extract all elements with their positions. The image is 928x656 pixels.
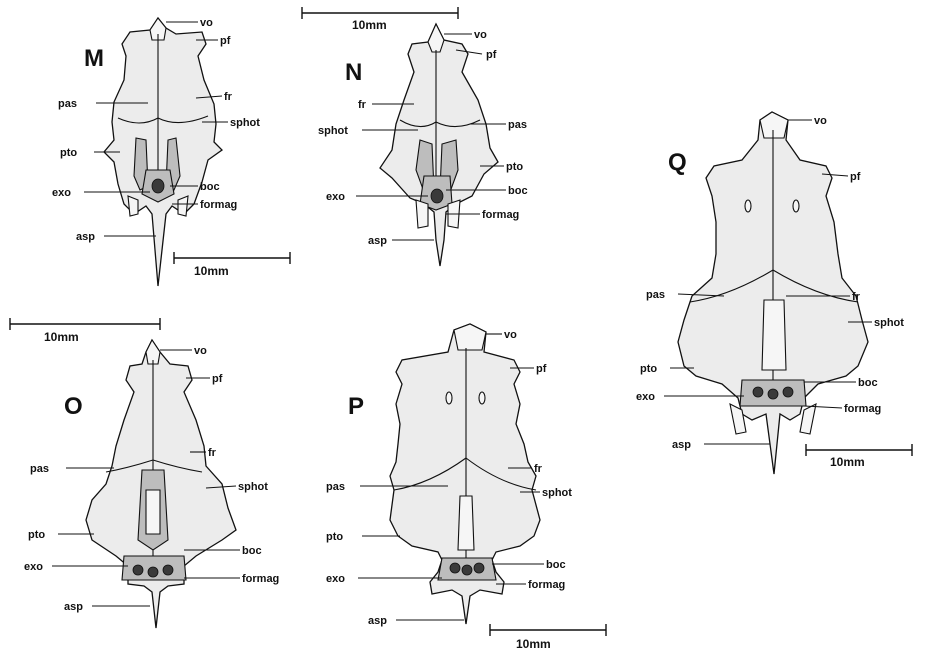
scale-label-q: 10mm bbox=[830, 455, 865, 469]
panel-letter-p: P bbox=[348, 393, 364, 420]
scale-bar-p bbox=[490, 624, 606, 636]
label-o-asp: asp bbox=[64, 601, 83, 613]
panel-q: Q vo pf bbox=[636, 112, 912, 474]
label-n-pf: pf bbox=[486, 49, 497, 61]
label-m-vo: vo bbox=[200, 17, 213, 29]
label-p-pf: pf bbox=[536, 363, 547, 375]
panel-n: 10mm N vo pf fr spho bbox=[302, 7, 528, 266]
label-m-boc: boc bbox=[200, 181, 220, 193]
scale-bar-o bbox=[10, 318, 160, 330]
skull-m bbox=[104, 18, 222, 286]
label-n-pto: pto bbox=[506, 161, 523, 173]
label-m-fr: fr bbox=[224, 91, 233, 103]
skull-q bbox=[678, 112, 868, 474]
label-p-formag: formag bbox=[528, 579, 565, 591]
label-p-boc: boc bbox=[546, 559, 566, 571]
label-p-asp: asp bbox=[368, 615, 387, 627]
panel-letter-o: O bbox=[64, 393, 83, 420]
panel-letter-q: Q bbox=[668, 149, 687, 176]
label-n-fr: fr bbox=[358, 99, 367, 111]
label-p-sphot: sphot bbox=[542, 487, 572, 499]
label-p-fr: fr bbox=[534, 463, 543, 475]
scale-label-n: 10mm bbox=[352, 18, 387, 32]
label-m-pto: pto bbox=[60, 147, 77, 159]
label-m-pas: pas bbox=[58, 98, 77, 110]
label-q-vo: vo bbox=[814, 115, 827, 127]
label-q-pas: pas bbox=[646, 289, 665, 301]
label-m-pf: pf bbox=[220, 35, 231, 47]
label-n-formag: formag bbox=[482, 209, 519, 221]
panel-o: 10mm O vo pf fr pas bbox=[10, 318, 279, 628]
panel-letter-m: M bbox=[84, 45, 104, 72]
skull-p bbox=[390, 324, 540, 624]
label-m-sphot: sphot bbox=[230, 117, 260, 129]
label-p-pas: pas bbox=[326, 481, 345, 493]
label-n-pas: pas bbox=[508, 119, 527, 131]
label-o-pas: pas bbox=[30, 463, 49, 475]
label-n-exo: exo bbox=[326, 191, 345, 203]
label-q-boc: boc bbox=[858, 377, 878, 389]
label-o-vo: vo bbox=[194, 345, 207, 357]
label-o-sphot: sphot bbox=[238, 481, 268, 493]
panel-m: M vo pf pas fr sphot bbox=[52, 17, 290, 286]
label-n-asp: asp bbox=[368, 235, 387, 247]
label-o-fr: fr bbox=[208, 447, 217, 459]
panel-p: P vo pf fr pas bbox=[326, 324, 606, 651]
label-q-asp: asp bbox=[672, 439, 691, 451]
scale-label-p: 10mm bbox=[516, 637, 551, 651]
label-q-sphot: sphot bbox=[874, 317, 904, 329]
label-m-exo: exo bbox=[52, 187, 71, 199]
label-m-formag: formag bbox=[200, 199, 237, 211]
label-n-vo: vo bbox=[474, 29, 487, 41]
label-n-sphot: sphot bbox=[318, 125, 348, 137]
label-o-boc: boc bbox=[242, 545, 262, 557]
label-q-exo: exo bbox=[636, 391, 655, 403]
label-o-formag: formag bbox=[242, 573, 279, 585]
label-o-pto: pto bbox=[28, 529, 45, 541]
scale-label-o: 10mm bbox=[44, 330, 79, 344]
label-p-vo: vo bbox=[504, 329, 517, 341]
label-o-exo: exo bbox=[24, 561, 43, 573]
label-q-fr: fr bbox=[852, 291, 861, 303]
label-q-pto: pto bbox=[640, 363, 657, 375]
scale-bar-m bbox=[174, 252, 290, 264]
label-m-asp: asp bbox=[76, 231, 95, 243]
label-q-formag: formag bbox=[844, 403, 881, 415]
label-p-pto: pto bbox=[326, 531, 343, 543]
label-o-pf: pf bbox=[212, 373, 223, 385]
label-p-exo: exo bbox=[326, 573, 345, 585]
label-q-pf: pf bbox=[850, 171, 861, 183]
scale-label-m: 10mm bbox=[194, 264, 229, 278]
skull-n bbox=[380, 24, 498, 266]
panel-letter-n: N bbox=[345, 59, 362, 86]
label-n-boc: boc bbox=[508, 185, 528, 197]
